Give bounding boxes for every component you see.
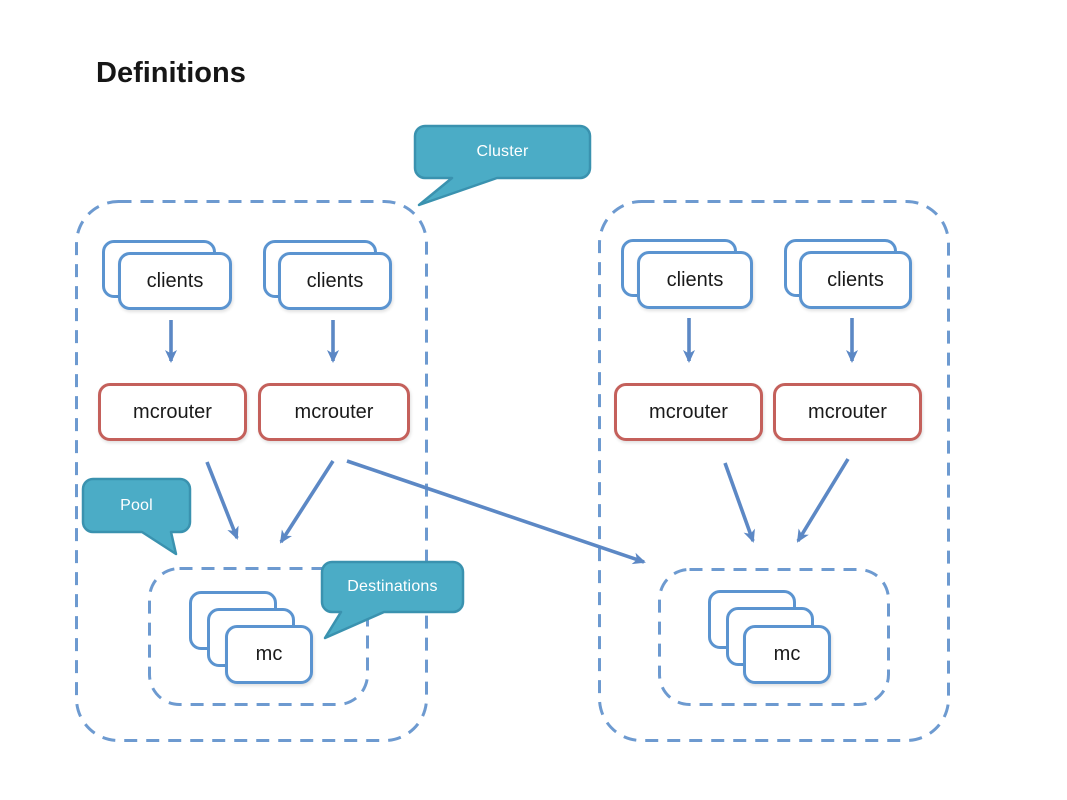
arrow-mcrouter2-left-to-pool-right (346, 459, 646, 565)
clients-node: clients (278, 252, 392, 310)
pool-callout-label: Pool (120, 496, 153, 514)
cluster-boundaries (75, 200, 950, 742)
cluster-boundary-left (75, 200, 428, 742)
arrow-mcrouter1-to-pool-right (723, 462, 755, 543)
arrow-mcrouter1-to-pool-left (205, 461, 239, 540)
mcrouter-node: mcrouter (614, 383, 763, 441)
mc-node: mc (743, 625, 831, 684)
destinations-callout-label: Destinations (347, 578, 438, 595)
arrow-mcrouter2-to-pool-left (279, 460, 335, 544)
destinations-callout-balloon (320, 560, 465, 640)
page-title: Definitions (96, 57, 246, 89)
mc-node: mc (225, 625, 313, 684)
clients-node: clients (799, 251, 912, 309)
clients-node: clients (637, 251, 753, 309)
pool-callout-balloon (81, 477, 192, 556)
pool-boundary-left (148, 567, 369, 706)
cluster-boundary-right (598, 200, 950, 742)
mcrouter-node: mcrouter (98, 383, 247, 441)
pool-boundary-right (658, 568, 890, 706)
mcrouter-node: mcrouter (773, 383, 922, 441)
callout-balloons (81, 124, 592, 640)
arrow-mcrouter2-to-pool-right (796, 458, 850, 543)
clients-node: clients (118, 252, 232, 310)
flow-arrows (165, 318, 858, 565)
cluster-callout-balloon (413, 124, 592, 207)
mcrouter-node: mcrouter (258, 383, 410, 441)
cluster-callout-label: Cluster (476, 143, 529, 160)
